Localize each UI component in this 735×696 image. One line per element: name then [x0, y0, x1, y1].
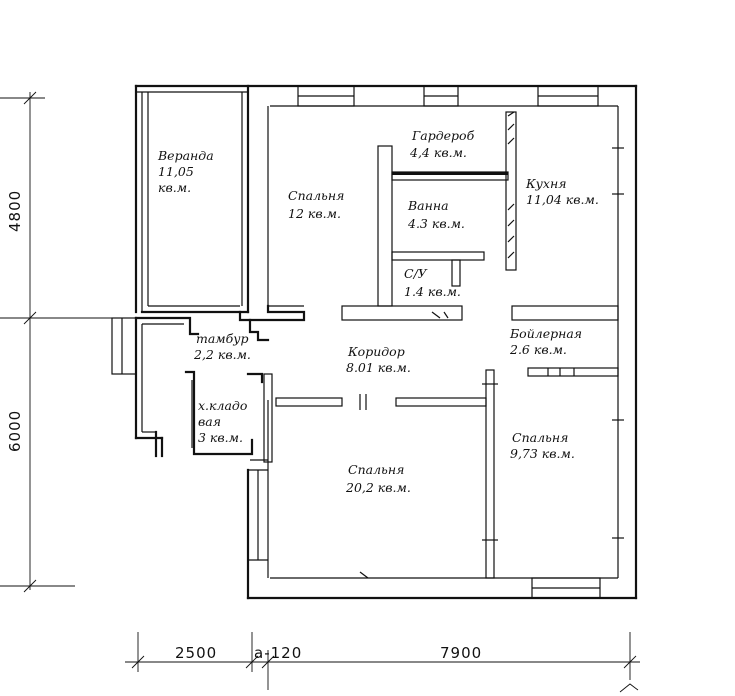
bedroom-right-name: Спальня — [512, 430, 568, 445]
bedroom-big-name: Спальня — [348, 462, 404, 477]
veranda-name: Веранда — [157, 148, 214, 163]
kitchen-area: 11,04 кв.м. — [526, 192, 599, 207]
dim-2500: 2500 — [175, 644, 217, 662]
bedroom-big-area: 20,2 кв.м. — [345, 480, 411, 495]
horizontal-dimension: 2500 a-120 7900 — [125, 632, 640, 693]
corridor-name: Коридор — [347, 344, 405, 359]
vestibule-area: 2,2 кв.м. — [193, 347, 251, 362]
boiler-name: Бойлерная — [509, 326, 582, 341]
room-labels: Веранда 11,05 кв.м. Спальня 12 кв.м. Гар… — [157, 128, 599, 495]
veranda-area: 11,05 — [158, 164, 194, 179]
corridor-area: 8.01 кв.м. — [346, 360, 411, 375]
pantry-name-2: вая — [198, 414, 221, 429]
bedroom-top-name: Спальня — [288, 188, 344, 203]
wc-name: С/У — [404, 266, 428, 281]
dim-6000: 6000 — [6, 410, 24, 452]
bedroom-top-area: 12 кв.м. — [288, 206, 341, 221]
veranda-walls — [134, 84, 250, 314]
wc-area: 1.4 кв.м. — [404, 284, 461, 299]
bath-name: Ванна — [407, 198, 449, 213]
interior-walls — [111, 111, 624, 579]
windows — [248, 85, 601, 599]
vestibule-name: тамбур — [196, 331, 249, 346]
wardrobe-area: 4,4 кв.м. — [409, 145, 467, 160]
kitchen-name: Кухня — [525, 176, 567, 191]
boiler-area: 2.6 кв.м. — [509, 342, 567, 357]
dim-7900: 7900 — [440, 644, 482, 662]
pantry-area: 3 кв.м. — [198, 430, 243, 445]
wardrobe-name: Гардероб — [411, 128, 475, 143]
veranda-unit: кв.м. — [158, 180, 191, 195]
vertical-dimension: 4800 6000 — [0, 91, 135, 593]
dim-4800: 4800 — [6, 190, 24, 232]
outer-walls — [246, 84, 638, 600]
bath-area: 4.3 кв.м. — [407, 216, 465, 231]
bedroom-right-area: 9,73 кв.м. — [510, 446, 575, 461]
pantry-name-1: х.кладо — [198, 398, 247, 413]
dim-a-120: a-120 — [254, 644, 302, 662]
